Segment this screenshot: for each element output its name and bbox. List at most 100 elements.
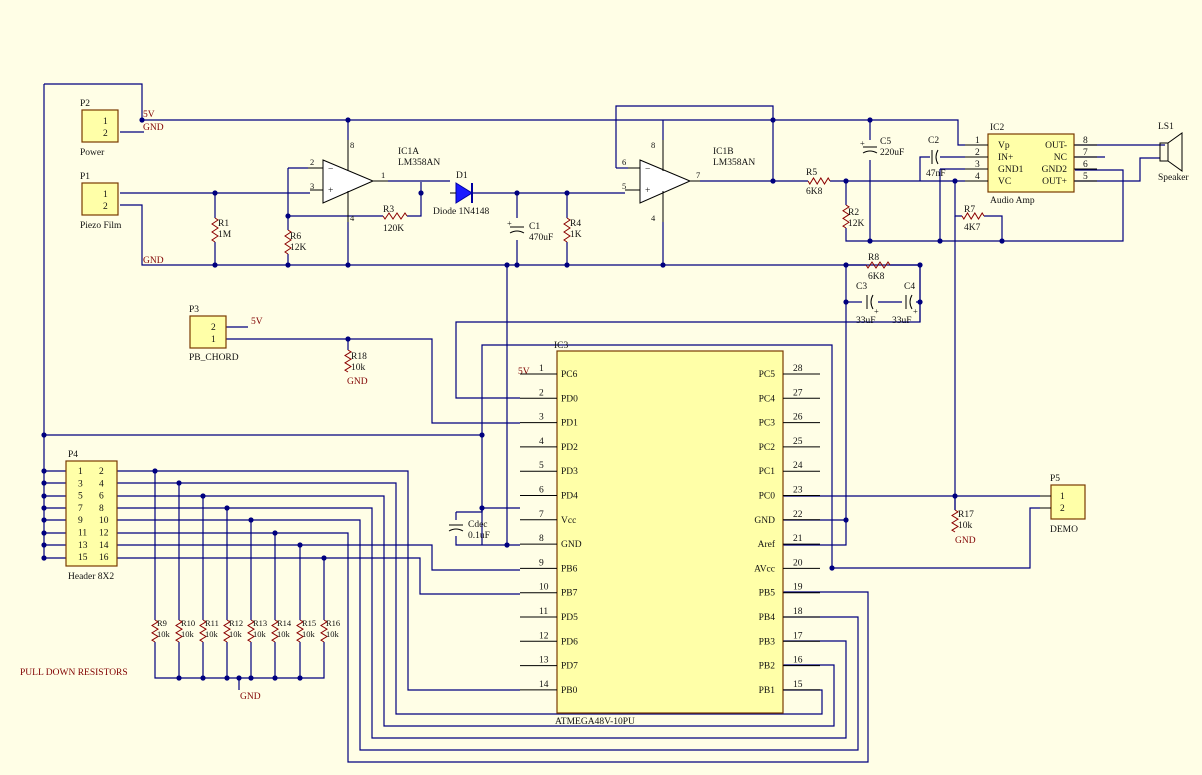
pulldown-value: 10k — [229, 629, 243, 639]
ic3-pin-name: PB4 — [759, 613, 776, 623]
p4-pin-number: 5 — [78, 492, 83, 502]
net-label-gnd-pulldown: GND — [240, 692, 261, 702]
ic2-pin-number: 8 — [1083, 136, 1088, 146]
ic3-pin-number: 16 — [793, 656, 803, 666]
ic3-pin-name: PB0 — [561, 686, 578, 696]
p4-pin-number: 7 — [78, 504, 83, 514]
r2-value: 12K — [848, 219, 865, 229]
p5-name: DEMO — [1050, 525, 1078, 535]
pulldown-resistor — [296, 619, 304, 643]
resistor-r1 — [211, 217, 219, 243]
ic1a-pin-2: 2 — [310, 157, 314, 167]
p1-ref: P1 — [80, 172, 90, 182]
ic3-pin-name: PC5 — [759, 370, 776, 380]
pulldown-value: 10k — [326, 629, 340, 639]
ic1a-pin-4: 4 — [350, 213, 355, 223]
svg-text:+: + — [913, 306, 918, 316]
pulldown-note: PULL DOWN RESISTORS — [20, 668, 128, 678]
ic2-pin-name: OUT+ — [1042, 177, 1067, 187]
connector-p1: P1 1 2 Piezo Film — [80, 172, 122, 231]
ic2-pin-name: Vp — [998, 141, 1010, 151]
ic3-part: ATMEGA48V-10PU — [555, 717, 635, 727]
connector-p3: P3 2 1 PB_CHORD — [189, 305, 239, 363]
r1-ref: R1 — [218, 219, 229, 229]
r8-value: 6K8 — [868, 272, 885, 282]
ic2-pin-name: GND1 — [998, 165, 1024, 175]
p4-pin-number: 9 — [78, 516, 83, 526]
c3-ref: C3 — [856, 282, 867, 292]
ic3-pin-name: PB6 — [561, 564, 578, 574]
p3-name: PB_CHORD — [189, 353, 239, 363]
ic2-pin-name: GND2 — [1042, 165, 1068, 175]
pulldown-resistor — [199, 619, 207, 643]
ic3-pin-name: PD3 — [561, 467, 578, 477]
resistor-r2 — [842, 204, 850, 229]
p4-pin-number: 15 — [78, 553, 88, 563]
p4-name: Header 8X2 — [68, 572, 114, 582]
net-labels: 5V GND GND 5V GND 5V GND GND PULL DOWN R… — [20, 110, 976, 702]
resistor-r18 — [344, 349, 352, 373]
svg-text:+: + — [860, 138, 865, 148]
p4-pin-number: 16 — [99, 553, 109, 563]
svg-text:+: + — [507, 218, 512, 228]
diode-d1: D1 Diode 1N4148 — [433, 171, 489, 217]
ic3-pin-name: GND — [754, 516, 775, 526]
resistor-r6 — [284, 229, 292, 255]
ic3-pin-number: 22 — [793, 510, 803, 520]
pulldown-value: 10k — [157, 629, 171, 639]
p4-pin-number: 11 — [78, 529, 87, 539]
ic2-pin-name: VC — [998, 177, 1011, 187]
d1-ref: D1 — [456, 171, 468, 181]
ic3-pin-name: PC6 — [561, 370, 578, 380]
net-label-gnd-p1: GND — [143, 256, 164, 266]
capacitor-c1 — [509, 226, 525, 234]
pulldown-resistor — [271, 619, 279, 643]
r7-value: 4K7 — [964, 223, 981, 233]
p4-pin-number: 3 — [78, 479, 83, 489]
ic2-pin-number: 6 — [1083, 160, 1088, 170]
c4-ref: C4 — [904, 282, 915, 292]
ic3-pin-number: 10 — [539, 583, 549, 593]
p4-ref: P4 — [68, 450, 78, 460]
ic2-pin-number: 1 — [975, 136, 980, 146]
p4-pin-number: 6 — [99, 492, 104, 502]
c1-value: 470uF — [529, 233, 553, 243]
ic3-pin-name: PD1 — [561, 419, 578, 429]
p3-pin-1: 1 — [211, 335, 216, 345]
opamp-ic1b: − + 6 5 7 8 4 IC1B LM358AN — [622, 140, 755, 223]
pulldown-ref: R14 — [277, 618, 292, 628]
p2-pin-2: 2 — [103, 129, 108, 139]
ic2-pin-number: 7 — [1083, 148, 1088, 158]
pulldown-ref: R9 — [157, 618, 167, 628]
p3-pin-2: 2 — [211, 323, 216, 333]
pulldown-resistor — [175, 619, 183, 643]
p4-pin-number: 13 — [78, 541, 88, 551]
c2-value: 47nF — [926, 169, 946, 179]
ic1b-pin-5: 5 — [622, 181, 626, 191]
pulldown-ref: R16 — [326, 618, 340, 628]
p5-pin-1: 1 — [1060, 492, 1065, 502]
p1-pin-2: 2 — [103, 202, 108, 212]
r18-ref: R18 — [351, 352, 367, 362]
r17-ref: R17 — [958, 510, 974, 520]
ic3-pin-number: 15 — [793, 680, 803, 690]
cdec-ref: Cdec — [468, 520, 488, 530]
ic1a-pin-1: 1 — [381, 170, 385, 180]
ic1b-ref: IC1B — [713, 147, 734, 157]
ic3-pin-number: 14 — [539, 680, 549, 690]
ic3-pin-name: GND — [561, 540, 582, 550]
ic2-pin-number: 4 — [975, 172, 980, 182]
c1-ref: C1 — [529, 222, 540, 232]
ic3-pin-number: 6 — [539, 486, 544, 496]
capacitor-c2 — [931, 149, 939, 165]
p4-pin-number: 8 — [99, 504, 104, 514]
capacitor-cdec — [448, 524, 464, 532]
ic3-pin-name: AVcc — [754, 564, 775, 574]
svg-text:+: + — [874, 306, 879, 316]
speaker-ls1: LS1 Speaker — [1158, 122, 1189, 183]
ic3-pin-name: PC2 — [759, 443, 776, 453]
pulldown-value: 10k — [277, 629, 291, 639]
c3-value: 33uF — [856, 316, 876, 326]
